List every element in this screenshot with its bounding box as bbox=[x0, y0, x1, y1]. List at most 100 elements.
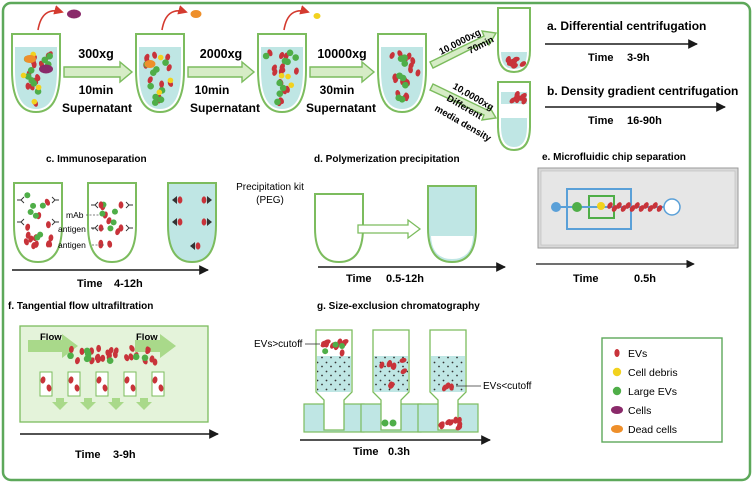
large-ev-particle bbox=[30, 80, 38, 87]
ev-particle bbox=[320, 342, 328, 348]
large-ev-particle bbox=[106, 357, 114, 364]
filtrate-arrow bbox=[80, 398, 96, 410]
ev-particle bbox=[118, 224, 124, 232]
step1-label: Supernatant bbox=[62, 101, 132, 115]
ev-particle bbox=[521, 97, 527, 105]
large-ev-particle bbox=[401, 54, 408, 62]
legend-box bbox=[601, 337, 723, 443]
hollow-arrow-3 bbox=[309, 60, 376, 84]
ev-particle bbox=[505, 56, 511, 63]
legend-swatch-cells bbox=[611, 406, 623, 414]
branch-arrow-b bbox=[429, 83, 498, 121]
ev-particle bbox=[201, 196, 207, 204]
method-g-time-label: Time bbox=[353, 446, 378, 458]
ev-particle bbox=[449, 383, 454, 391]
method-f-time-label: Time bbox=[75, 449, 100, 461]
ev-particle bbox=[112, 351, 118, 359]
ev-particle bbox=[439, 422, 445, 430]
label-evs-gt-cutoff: EVs>cutoff bbox=[254, 339, 303, 350]
ev-particle bbox=[441, 384, 448, 392]
ev-particle bbox=[68, 345, 74, 354]
method-f-title: f. Tangential flow ultrafiltration bbox=[8, 301, 153, 312]
large-ev-particle bbox=[274, 98, 281, 106]
ev-particle bbox=[129, 345, 135, 352]
large-ev-particle bbox=[99, 210, 106, 217]
ev-particle bbox=[100, 354, 106, 362]
branch-arrow-a bbox=[429, 30, 498, 69]
filter-unit bbox=[39, 371, 53, 397]
large-ev-particle bbox=[262, 52, 270, 60]
ev-particle bbox=[159, 80, 165, 88]
large-ev-particle bbox=[24, 73, 32, 80]
filtrate-arrow bbox=[52, 398, 68, 410]
ev-particle bbox=[107, 240, 113, 248]
ev-particle bbox=[25, 82, 31, 90]
ev-particle bbox=[388, 381, 394, 389]
legend-label-ev: EVs bbox=[628, 348, 647, 360]
ev-particle bbox=[28, 235, 34, 243]
large-ev-particle bbox=[339, 343, 346, 350]
ev-particle bbox=[616, 202, 622, 209]
kit-line-1: Precipitation kit bbox=[236, 182, 304, 193]
hollow-arrow-1 bbox=[63, 60, 134, 84]
legend-label-large_ev: Large EVs bbox=[628, 386, 677, 398]
ev-particle bbox=[165, 53, 171, 61]
ev-particle bbox=[456, 416, 462, 424]
ev-particle bbox=[145, 347, 151, 355]
ev-particle bbox=[98, 201, 104, 209]
bound-antibody bbox=[172, 196, 177, 204]
cell-particle bbox=[39, 64, 53, 74]
ev-particle bbox=[389, 52, 395, 59]
ev-particle bbox=[634, 202, 640, 209]
large-ev-particle bbox=[84, 354, 92, 362]
peg-tube-1 bbox=[314, 193, 364, 264]
tube-b-bottom bbox=[501, 118, 527, 147]
debris-particle bbox=[288, 82, 295, 88]
ev-particle bbox=[108, 347, 114, 355]
flow-out-label: Flow bbox=[136, 332, 158, 343]
antibody bbox=[91, 224, 99, 232]
ev-particle bbox=[124, 354, 130, 362]
method-e-time-label: Time bbox=[573, 273, 598, 285]
large-ev-particle bbox=[32, 212, 39, 219]
large-ev-particle bbox=[111, 208, 118, 215]
large-ev-particle bbox=[132, 353, 140, 361]
ev-particle bbox=[509, 97, 516, 104]
legend-swatch-dead bbox=[611, 425, 623, 433]
ev-particle bbox=[147, 76, 153, 84]
step2-time: 10min bbox=[195, 83, 230, 97]
ev-particle bbox=[339, 349, 345, 357]
ev-particle bbox=[195, 242, 201, 250]
label-antigen-2: antigen bbox=[58, 240, 86, 250]
filtrate-arrow bbox=[108, 398, 124, 410]
large-ev-particle bbox=[27, 208, 34, 215]
ev-particle bbox=[118, 201, 124, 209]
method-f-time-value: 3-9h bbox=[113, 449, 136, 461]
large-ev-particle bbox=[152, 93, 159, 101]
removed-cell bbox=[67, 9, 81, 19]
ev-particle bbox=[96, 376, 102, 384]
ev-particle bbox=[25, 223, 31, 231]
legend-swatch-ev bbox=[614, 349, 620, 357]
label-mab: mAb bbox=[66, 210, 84, 220]
antibody bbox=[91, 201, 99, 209]
debris-particle bbox=[31, 98, 38, 105]
large-ev-particle bbox=[284, 58, 291, 66]
antibody bbox=[17, 196, 25, 204]
ev-particle bbox=[400, 368, 408, 375]
ev-particle bbox=[102, 384, 108, 392]
ev-particle bbox=[166, 64, 172, 72]
large-ev-particle bbox=[147, 82, 154, 90]
label-evs-lt-cutoff: EVs<cutoff bbox=[483, 381, 532, 392]
ev-particle bbox=[124, 376, 130, 384]
large-ev-particle bbox=[30, 202, 37, 209]
bound-antibody bbox=[190, 242, 195, 250]
ev-particle bbox=[106, 217, 112, 225]
ev-particle bbox=[279, 65, 286, 73]
large-ev-particle bbox=[396, 72, 403, 80]
large-ev-particle bbox=[83, 347, 91, 355]
ev-particle bbox=[177, 218, 183, 226]
chip-inlet bbox=[551, 202, 561, 212]
